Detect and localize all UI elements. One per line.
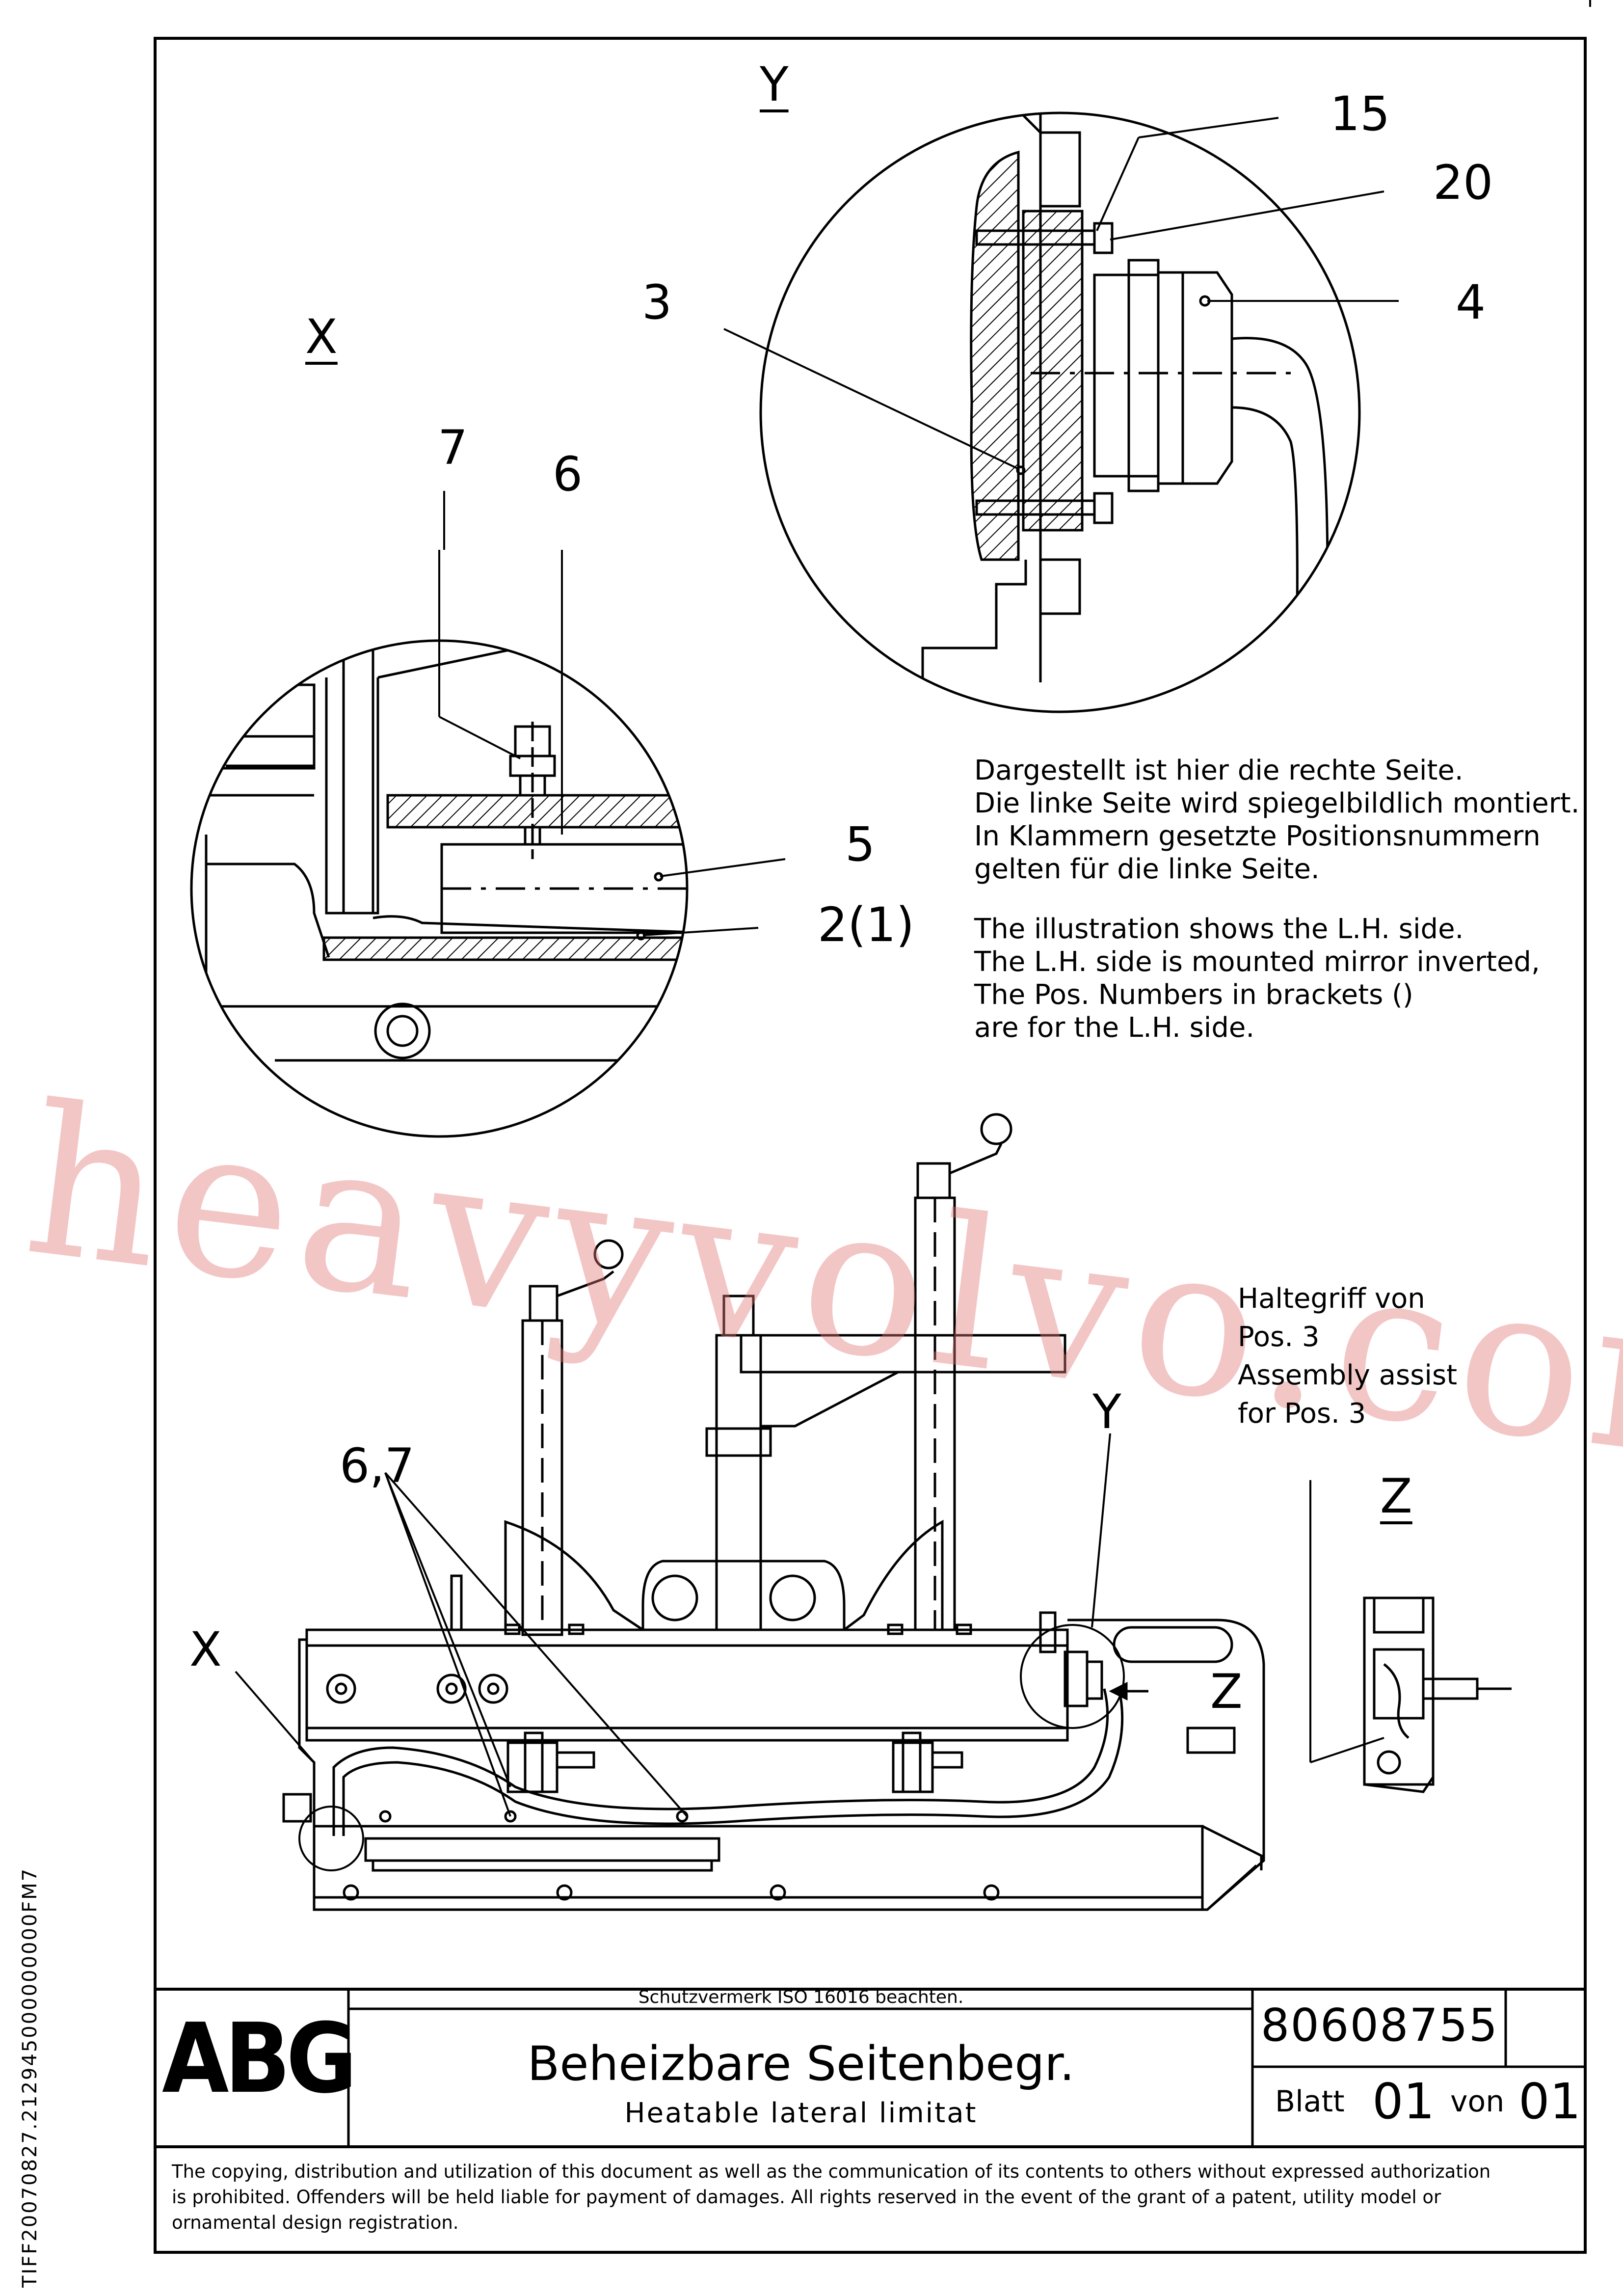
view-label-x: X xyxy=(305,309,338,364)
of-label: von xyxy=(1450,2084,1505,2119)
main-assembly xyxy=(235,1113,1384,1911)
callout-2-1: 2(1) xyxy=(818,897,915,952)
side-file-code: TIFF20070827.212945000000000FM7 xyxy=(19,1867,41,2288)
callout-z: Z xyxy=(1210,1664,1243,1719)
detail-z xyxy=(1363,1596,1512,1793)
detail-y xyxy=(723,111,1399,713)
sheet-total: 01 xyxy=(1518,2073,1581,2130)
callout-15: 15 xyxy=(1330,86,1390,141)
callout-20: 20 xyxy=(1433,155,1493,210)
copyright-notice: The copying, distribution and utilizatio… xyxy=(172,2161,1491,2233)
view-label-y: Y xyxy=(760,57,789,112)
drawing-frame xyxy=(154,37,1587,2254)
drawing-number: 80608755 xyxy=(1260,1999,1499,2052)
sheet-label: Blatt xyxy=(1275,2084,1345,2119)
callout-3: 3 xyxy=(642,275,672,330)
callout-y: Y xyxy=(1092,1384,1121,1439)
callout-x: X xyxy=(189,1622,222,1677)
notes-english: The illustration shows the L.H. side. Th… xyxy=(974,913,1540,1044)
assembly-notes: Dargestellt ist hier die rechte Seite. D… xyxy=(974,754,1580,1071)
title-block xyxy=(155,1988,1585,2148)
callout-5: 5 xyxy=(845,817,876,872)
callout-6: 6 xyxy=(553,447,583,502)
assembly-assist-note: Haltegriff von Pos. 3 Assembly assist fo… xyxy=(1238,1283,1458,1430)
company-logo: ABG xyxy=(162,2003,357,2115)
drawing-title: Beheizbare Seitenbegr. xyxy=(527,2036,1075,2091)
detail-x xyxy=(190,491,786,1138)
callout-4: 4 xyxy=(1456,275,1486,330)
view-label-z: Z xyxy=(1380,1469,1412,1524)
protection-note: Schutzvermerk ISO 16016 beachten. xyxy=(638,1987,964,2007)
sheet-number: 01 xyxy=(1372,2073,1435,2130)
callout-7: 7 xyxy=(438,420,468,475)
drawing-subtitle: Heatable lateral limitat xyxy=(624,2097,978,2129)
callout-6-7: 6,7 xyxy=(340,1438,415,1493)
notes-german: Dargestellt ist hier die rechte Seite. D… xyxy=(974,755,1580,885)
